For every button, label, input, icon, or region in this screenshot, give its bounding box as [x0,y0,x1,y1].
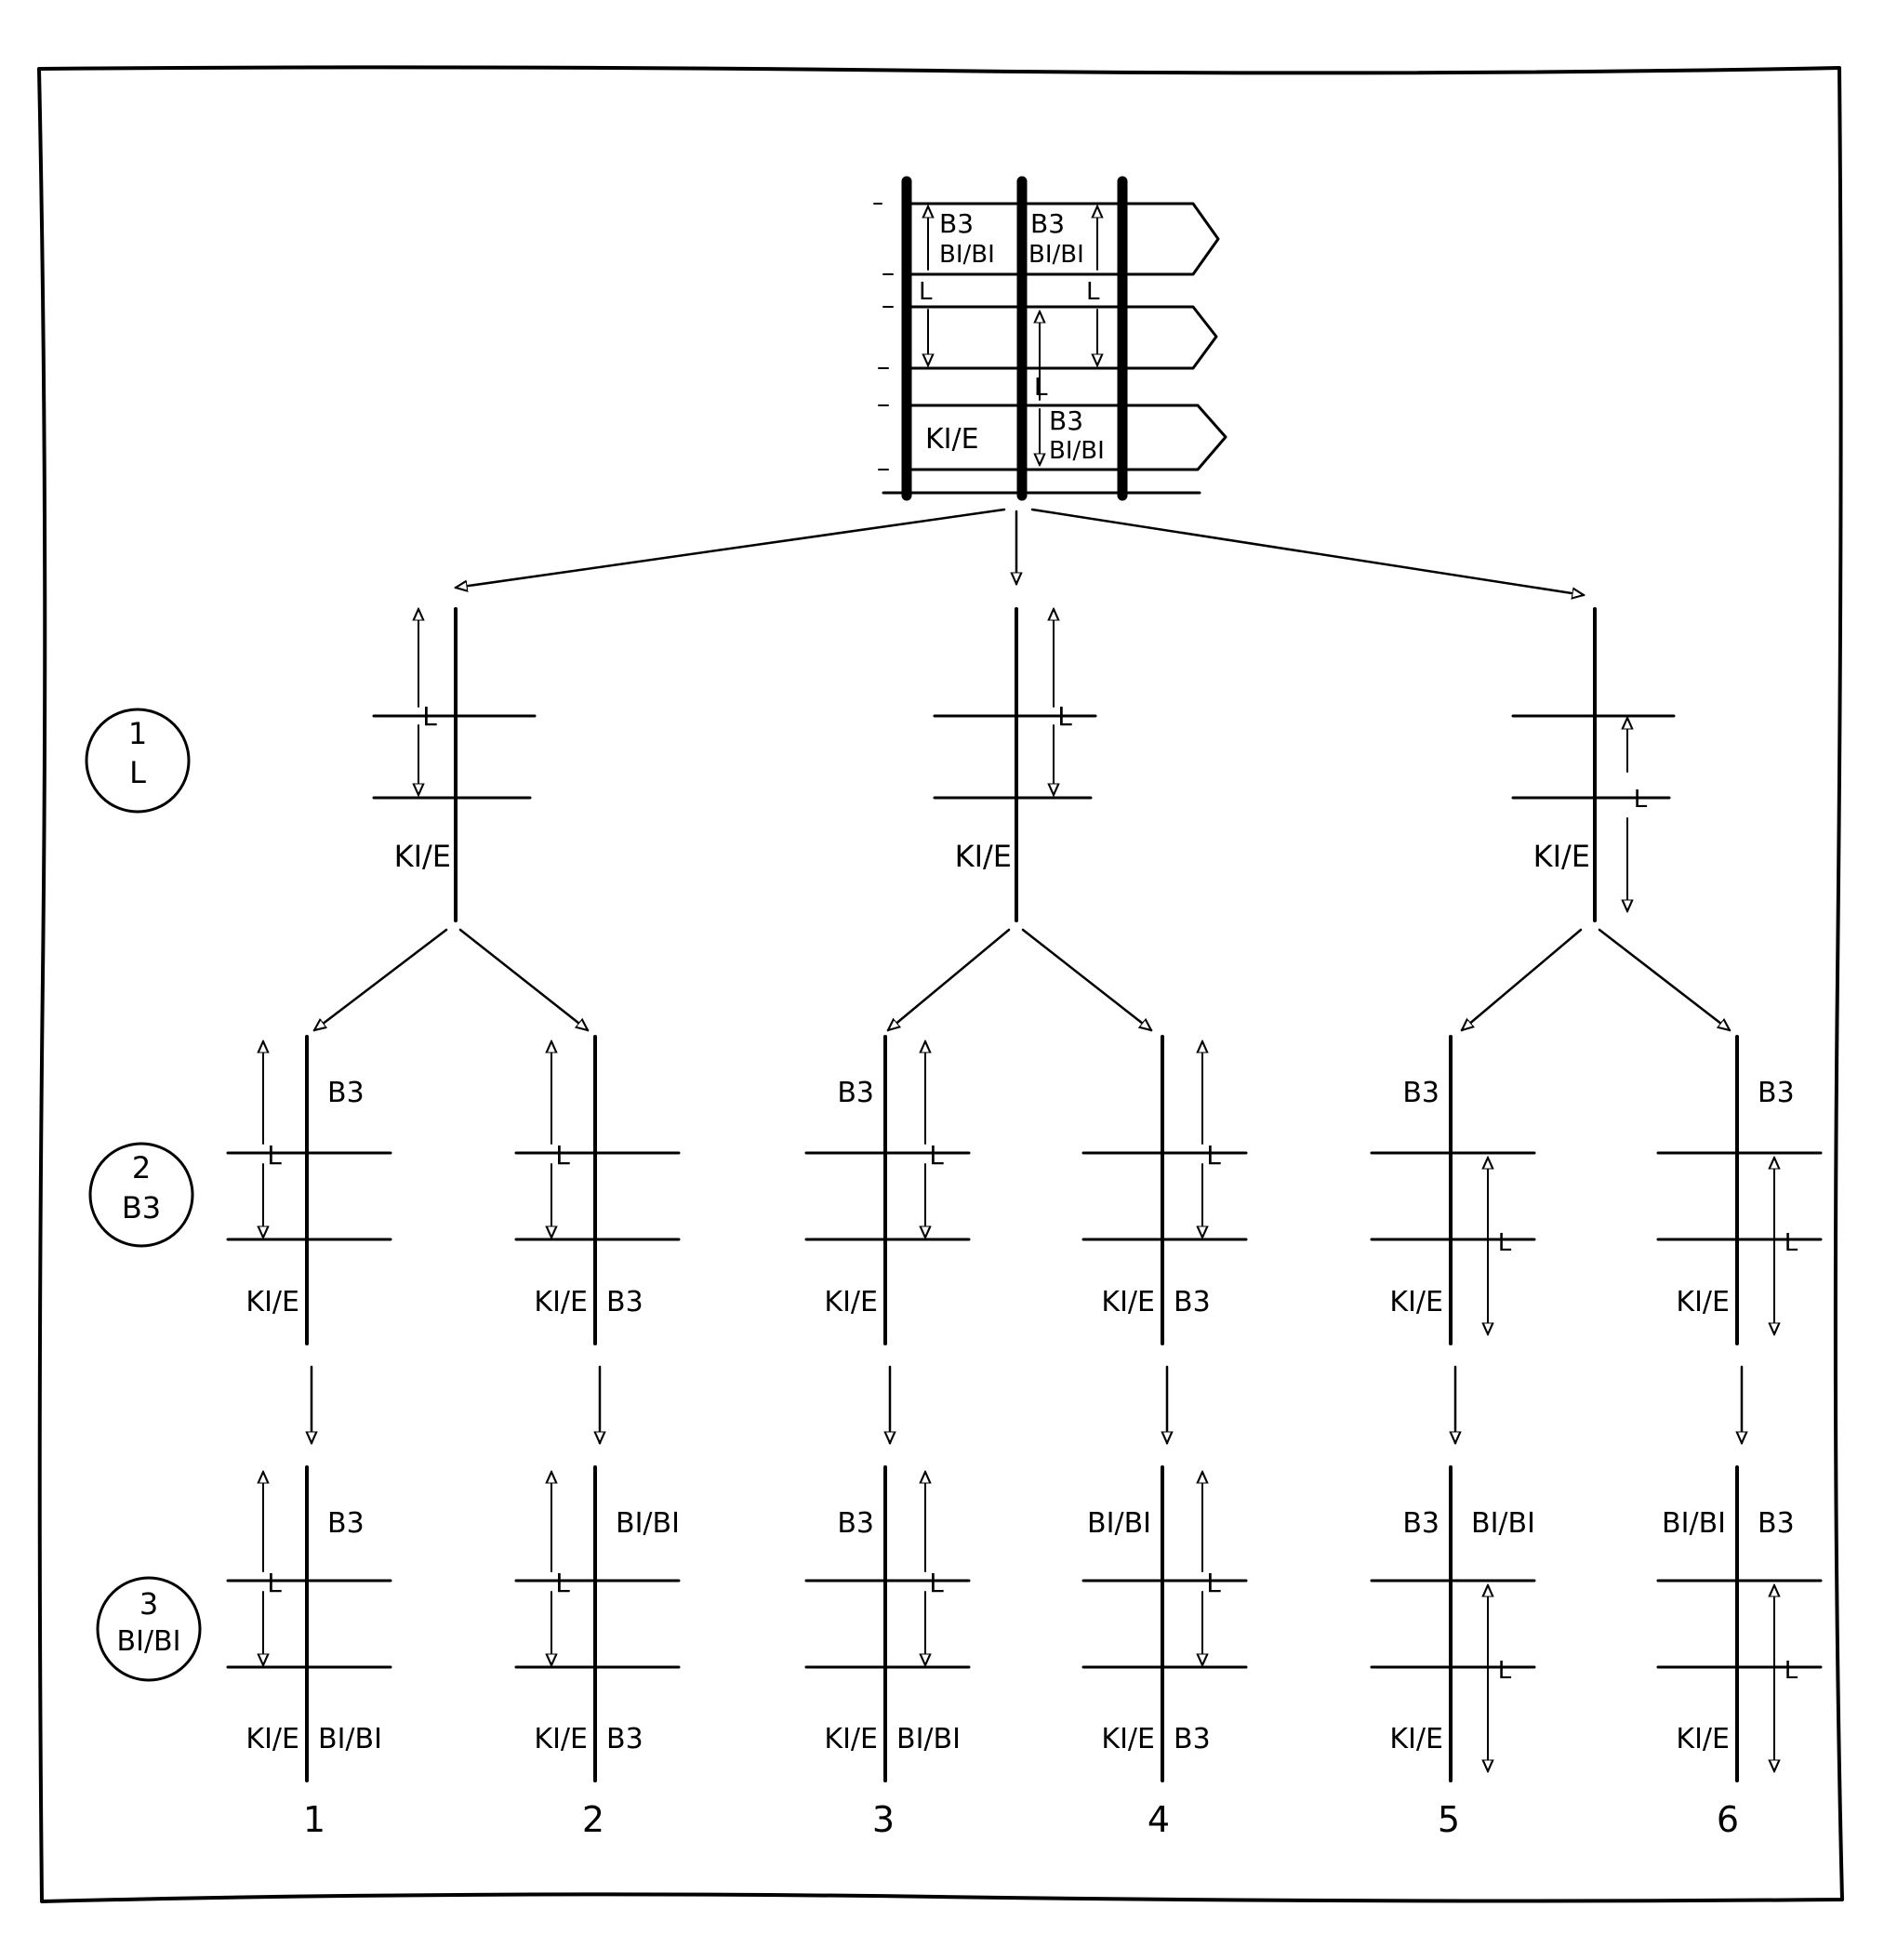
bottom-left-label: KI/E [824,1723,878,1755]
bottom-right-label: BI/BI [896,1723,961,1755]
bottom-left-label: KI/E [824,1286,878,1318]
room-label: L [1784,1657,1798,1685]
bottom-right-label: B3 [1174,1286,1211,1318]
level-1-variants: L KI/E L KI/E L KI/E [372,607,1676,922]
step-number: 2 [132,1150,151,1185]
bottom-left-label: KI/E [1101,1723,1155,1755]
bottom-left-label: KI/E [394,839,451,874]
top-cell-l-middle: L [1034,374,1048,402]
bottom-left-label: KI/E [955,839,1012,874]
bottom-left-label: KI/E [1676,1723,1730,1755]
room-label: L [555,1568,570,1598]
bottom-left-label: KI/E [1101,1286,1155,1318]
top-cell-l-right: L [1086,278,1100,306]
top-cell-kie: KI/E [925,423,979,456]
bottom-left-label: KI/E [1389,1723,1443,1755]
level-1-variant: L KI/E [933,607,1097,922]
room-label: L [267,1568,282,1598]
variant-number-4: 4 [1148,1799,1170,1840]
level-3-variant-5: L B3 BI/BI KI/E [1370,1465,1536,1782]
room-label: L [1498,1229,1512,1257]
top-cell-b3-right: B3 [1030,208,1065,239]
top-floor-plan: B3 BI/BI B3 BI/BI L L L KI/E B3 BI/BI [873,176,1227,501]
top-cell-bibi-left: BI/BI [939,241,995,269]
room-label: L [267,1140,282,1171]
step-badge-2: 2 B3 [88,1142,194,1248]
level-3-variant-2: L BI/BI KI/E B3 [514,1465,681,1782]
room-label: L [929,1568,944,1598]
top-right-label: BI/BI [616,1507,680,1540]
step-number: 3 [139,1586,158,1622]
room-label: L [1206,1568,1221,1598]
room-label: L [929,1140,944,1171]
bottom-left-label: KI/E [1533,839,1590,874]
bottom-left-label: KI/E [534,1723,588,1755]
bottom-left-label: KI/E [245,1286,299,1318]
step-number: 1 [128,716,147,751]
tree-arrows [314,508,1730,1030]
step-badge-3: 3 BI/BI [96,1576,202,1682]
top-cell-bibi-right: BI/BI [1028,241,1084,269]
step-label: L [129,755,146,790]
bottom-left-label: KI/E [245,1723,299,1755]
bottom-right-label: B3 [1174,1723,1211,1755]
top-cell-b3-left: B3 [939,208,974,239]
variant-number-2: 2 [582,1799,604,1840]
room-label: L [1057,701,1072,732]
top-cell-l-left: L [919,278,933,306]
variant-number-3: 3 [872,1799,895,1840]
top-left-label: B3 [837,1507,874,1540]
room-label: L [1784,1229,1798,1257]
top-right-label: B3 [327,1507,365,1540]
level-2-variant-4: L KI/E B3 [1081,1035,1248,1345]
variant-number-1: 1 [303,1799,325,1840]
step-label: BI/BI [117,1625,181,1658]
top-left-label: BI/BI [1662,1507,1726,1540]
room-label: L [1206,1140,1221,1171]
top-right-label: B3 [1758,1507,1795,1540]
top-right-label: B3 [327,1077,365,1109]
top-left-label: B3 [1402,1077,1440,1109]
room-label: L [555,1140,570,1171]
bottom-left-label: KI/E [1389,1286,1443,1318]
step-badge-1: 1 L [85,708,191,814]
room-label: L [1498,1657,1512,1685]
level-3-variant-4: L BI/BI KI/E B3 [1081,1465,1248,1782]
top-left-label: B3 [837,1077,874,1109]
top-right-label: BI/BI [1471,1507,1535,1540]
top-cell-bibi-bottom: BI/BI [1049,437,1105,465]
room-label: L [422,701,437,732]
bottom-right-label: B3 [606,1286,643,1318]
bottom-left-label: KI/E [1676,1286,1730,1318]
variant-number-5: 5 [1438,1799,1460,1840]
top-right-label: B3 [1758,1077,1795,1109]
top-cell-b3-bottom: B3 [1049,405,1083,436]
top-left-label: B3 [1402,1507,1440,1540]
bottom-left-label: KI/E [534,1286,588,1318]
variant-numbers: 1 2 3 4 5 6 [303,1799,1739,1840]
bottom-right-label: BI/BI [318,1723,382,1755]
room-label: L [1634,786,1648,814]
level-1-variant: L KI/E [1511,607,1676,922]
outer-frame [37,65,1844,1903]
level-1-variant: L KI/E [372,607,537,922]
step-label: B3 [122,1190,161,1225]
variant-number-6: 6 [1717,1799,1739,1840]
bottom-right-label: B3 [606,1723,643,1755]
top-left-label: BI/BI [1087,1507,1151,1540]
level-2-variant-2: L KI/E B3 [514,1035,681,1345]
